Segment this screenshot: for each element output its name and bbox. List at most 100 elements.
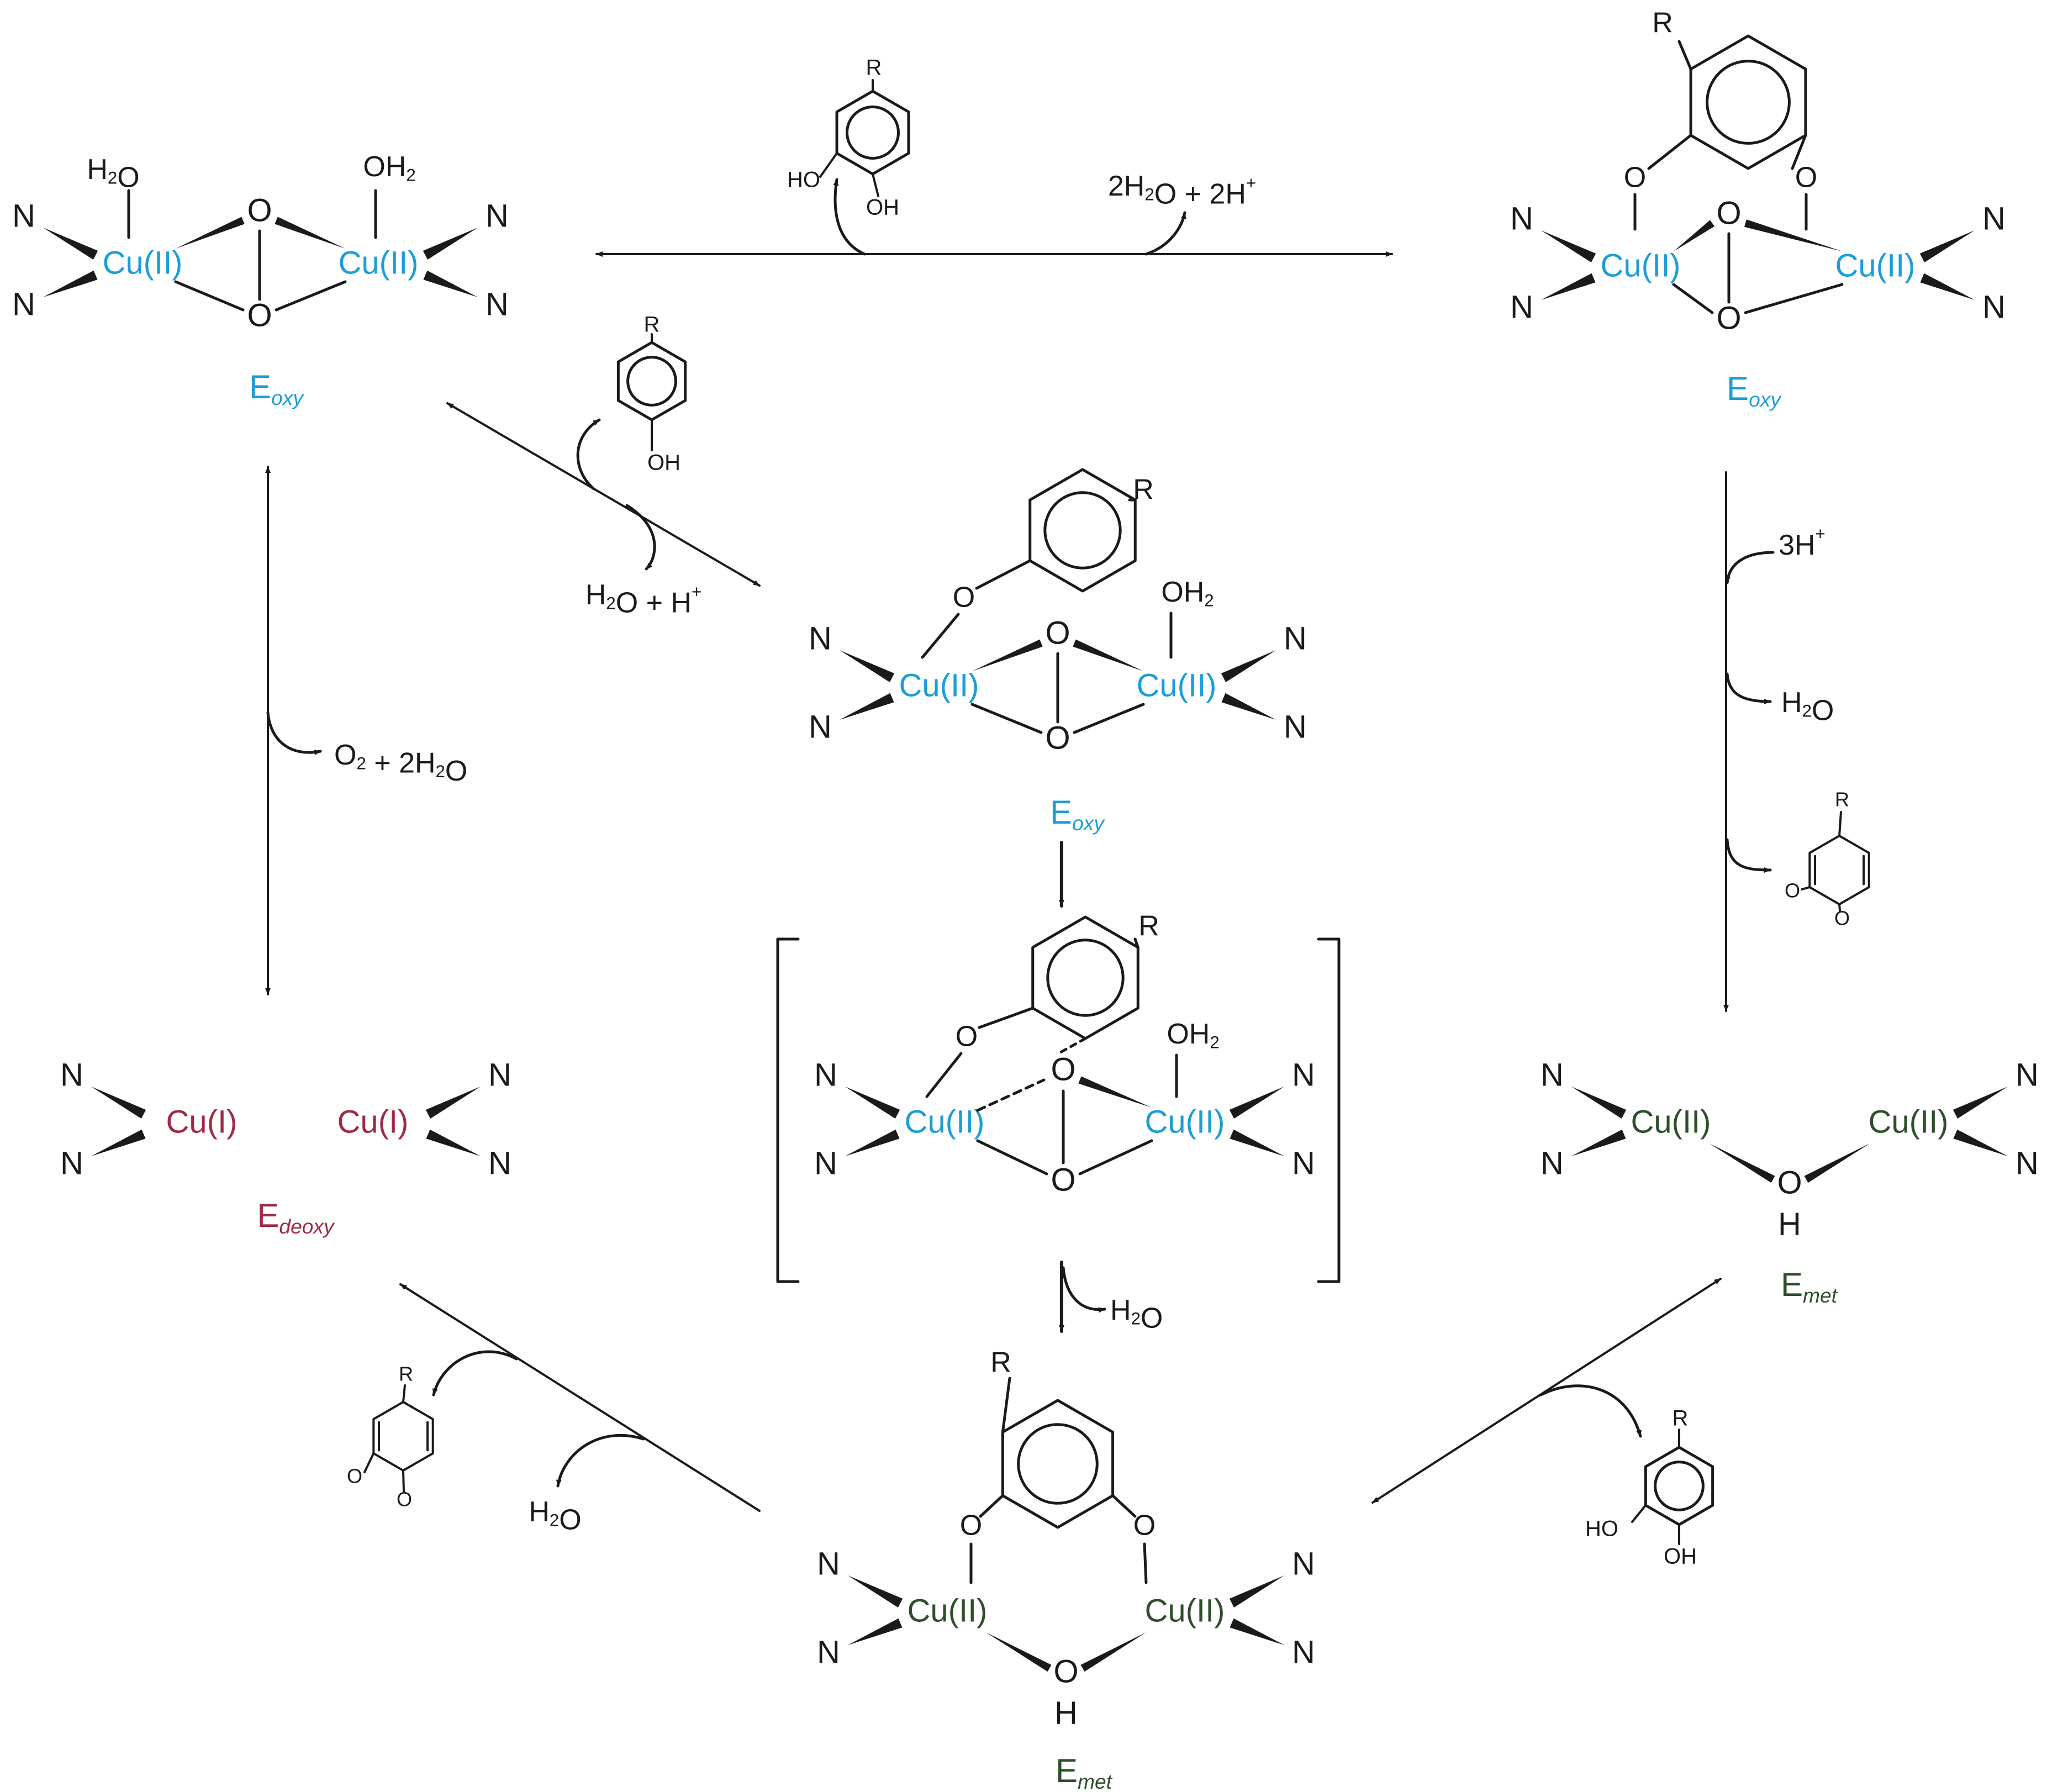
nitrogen-ligand: N bbox=[488, 1145, 511, 1181]
bond bbox=[1073, 703, 1145, 734]
hydroxyl-label: OH bbox=[1664, 1545, 1697, 1569]
bond bbox=[970, 703, 1043, 734]
text-part: 2H bbox=[1108, 170, 1144, 202]
nitrogen-ligand: N bbox=[12, 198, 35, 234]
r-group: R bbox=[1138, 910, 1159, 942]
phenoxy-oxygen-right: O bbox=[1795, 162, 1817, 194]
oxygen-top: O bbox=[1716, 195, 1741, 231]
wedge-bond bbox=[1953, 1087, 2008, 1119]
water-label: H2O bbox=[1110, 1294, 1163, 1335]
wedge-bond bbox=[845, 1129, 900, 1156]
nitrogen-ligand: N bbox=[809, 709, 832, 745]
wedge-bond bbox=[1073, 639, 1143, 671]
bond bbox=[402, 1384, 406, 1403]
wedge-bond bbox=[986, 1632, 1052, 1672]
bond bbox=[975, 559, 1032, 590]
bond bbox=[402, 1469, 405, 1493]
wedge-bond bbox=[1744, 219, 1842, 251]
wedge-bond bbox=[43, 228, 98, 260]
nitrogen-ligand: N bbox=[1292, 1057, 1315, 1093]
nitrogen-ligand: N bbox=[486, 198, 509, 234]
bond bbox=[1078, 1139, 1153, 1176]
nitrogen-ligand: N bbox=[60, 1057, 83, 1093]
bond bbox=[1059, 1037, 1087, 1054]
bond bbox=[925, 1052, 963, 1098]
aromatic-circle bbox=[1046, 939, 1125, 1017]
wedge-bond bbox=[275, 217, 345, 249]
text-part: oxy bbox=[271, 386, 304, 409]
copper-ion-right: Cu(II) bbox=[1145, 1593, 1225, 1628]
nitrogen-ligand: N bbox=[1540, 1057, 1564, 1093]
text-part: H bbox=[87, 154, 108, 186]
bond bbox=[976, 1139, 1048, 1176]
wedge-bond bbox=[1078, 1076, 1152, 1108]
aromatic-circle bbox=[846, 106, 900, 160]
oxygen-bottom: O bbox=[1716, 300, 1741, 336]
hydroxo-oxygen: O bbox=[1777, 1164, 1802, 1200]
copper-ion-left: Cu(II) bbox=[103, 245, 183, 281]
bond bbox=[921, 613, 960, 659]
curved-arrow bbox=[432, 1350, 518, 1396]
wedge-bond bbox=[91, 1087, 146, 1119]
reaction-arrow bbox=[399, 1283, 761, 1512]
wedge-bond bbox=[1804, 1143, 1870, 1183]
water-ligand-right: OH2 bbox=[363, 151, 415, 185]
text-part: O + 2H bbox=[1154, 178, 1246, 210]
bond bbox=[1143, 1542, 1148, 1584]
wedge-bond bbox=[1541, 230, 1596, 262]
text-part: oxy bbox=[1072, 811, 1105, 835]
nitrogen-ligand: N bbox=[1284, 709, 1307, 745]
wedge-bond bbox=[1674, 220, 1715, 251]
nitrogen-ligand: N bbox=[486, 286, 509, 322]
text-part: O bbox=[117, 161, 139, 193]
bond bbox=[1672, 283, 1714, 314]
wedge-bond bbox=[848, 1618, 903, 1645]
label-e-oxy: Eoxy bbox=[249, 368, 304, 409]
copper-i-left: Cu(I) bbox=[166, 1104, 238, 1140]
text-part: 2 bbox=[1204, 591, 1214, 610]
nitrogen-ligand: N bbox=[1284, 620, 1307, 656]
wedge-bond bbox=[972, 639, 1043, 671]
copper-ion-left: Cu(II) bbox=[908, 1593, 988, 1628]
wedge-bond bbox=[423, 270, 478, 297]
reaction-arrow bbox=[1371, 1278, 1722, 1504]
copper-ion-right: Cu(II) bbox=[1835, 247, 1916, 283]
text-part: 2 bbox=[1802, 702, 1812, 721]
water-ligand-left: H2O bbox=[87, 154, 139, 194]
r-group: R bbox=[1835, 788, 1849, 811]
nitrogen-ligand: N bbox=[1510, 289, 1533, 325]
text-part: 2 bbox=[356, 754, 366, 773]
wedge-bond bbox=[1710, 1143, 1775, 1183]
nitrogen-ligand: N bbox=[1292, 1546, 1315, 1582]
wedge-bond bbox=[845, 1087, 900, 1119]
curved-arrow bbox=[1539, 1384, 1642, 1438]
text-part: + 2H bbox=[366, 747, 436, 779]
bond bbox=[1001, 1377, 1011, 1433]
nitrogen-ligand: N bbox=[2016, 1057, 2039, 1093]
quinone-oxygen: O bbox=[347, 1465, 362, 1488]
text-part: E bbox=[1781, 1266, 1803, 1303]
hydroxo-hydrogen: H bbox=[1778, 1206, 1801, 1242]
wedge-bond bbox=[176, 217, 245, 249]
wedge-bond bbox=[1571, 1129, 1626, 1156]
bond bbox=[976, 1078, 1046, 1112]
curved-arrow bbox=[1726, 672, 1772, 704]
text-part: OH bbox=[1161, 576, 1204, 608]
text-part: E bbox=[249, 368, 271, 405]
wedge-bond bbox=[848, 1575, 903, 1607]
copper-ion-left: Cu(II) bbox=[1601, 247, 1681, 283]
wedge-bond bbox=[91, 1129, 146, 1156]
water-ligand: OH2 bbox=[1167, 1018, 1219, 1052]
hydroxyl-label: OH bbox=[866, 196, 899, 220]
right-bracket bbox=[1317, 937, 1341, 1283]
text-part: met bbox=[1803, 1284, 1838, 1307]
phenoxy-oxygen-left: O bbox=[1624, 162, 1646, 194]
copper-ion-right: Cu(II) bbox=[1145, 1104, 1225, 1140]
water-label: H2O bbox=[1781, 687, 1834, 727]
text-part: E bbox=[257, 1197, 279, 1234]
wedge-bond bbox=[1541, 273, 1596, 300]
nitrogen-ligand: N bbox=[1982, 201, 2006, 236]
bond bbox=[979, 1494, 1004, 1518]
